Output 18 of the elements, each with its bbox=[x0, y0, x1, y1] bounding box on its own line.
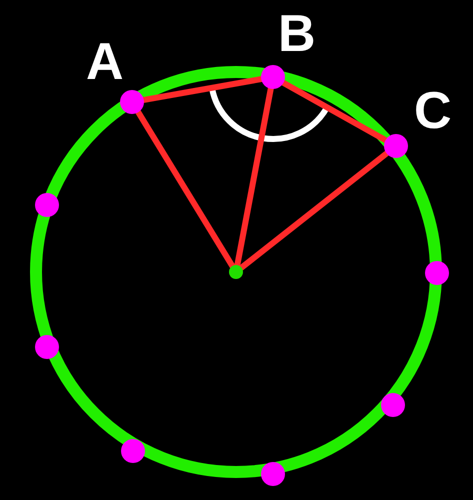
line-segment bbox=[234, 86, 274, 268]
line-segment bbox=[140, 76, 264, 103]
line-segment bbox=[135, 109, 236, 270]
point-label: A bbox=[86, 36, 124, 88]
point-dot bbox=[261, 462, 285, 486]
point-label: C bbox=[414, 85, 452, 137]
point-dot bbox=[384, 134, 408, 158]
point-dot bbox=[121, 439, 145, 463]
point-label: B bbox=[278, 8, 316, 60]
line-segment bbox=[238, 150, 390, 271]
point-dot bbox=[35, 193, 59, 217]
point-dot bbox=[120, 90, 144, 114]
point-dot bbox=[261, 65, 285, 89]
line-segment bbox=[280, 80, 389, 144]
point-dot bbox=[229, 265, 243, 279]
point-dot bbox=[381, 393, 405, 417]
point-dot bbox=[425, 261, 449, 285]
point-dot bbox=[35, 335, 59, 359]
